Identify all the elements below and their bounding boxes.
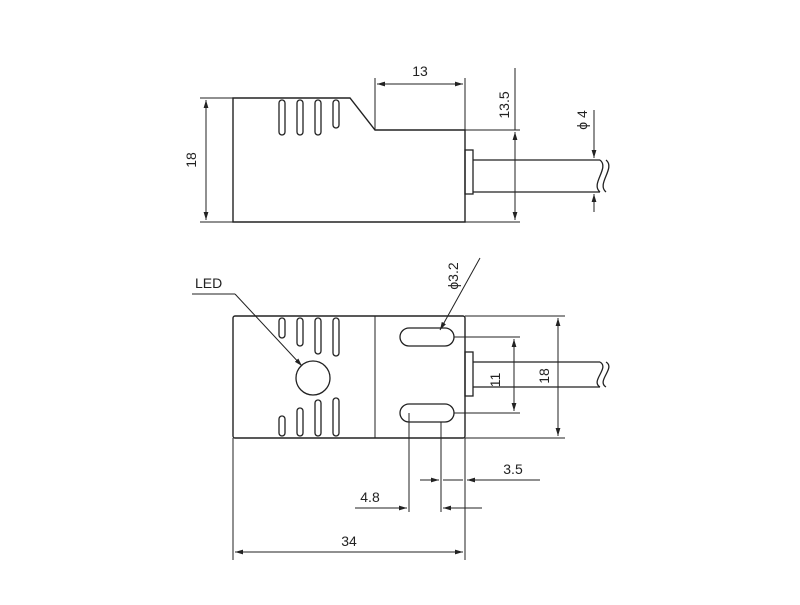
dim-offset-4-8: 4.8 xyxy=(355,489,482,511)
dim-hole-spacing: 11 xyxy=(454,336,520,414)
dim-offset-3-5-label: 3.5 xyxy=(503,461,523,477)
dim-side-height: 18 xyxy=(183,97,233,223)
side-view-cable xyxy=(464,149,610,195)
dim-total-length-label: 34 xyxy=(341,533,357,549)
dim-side-height-label: 18 xyxy=(183,152,199,168)
front-view-cable xyxy=(464,351,610,397)
led-callout: LED xyxy=(192,275,303,367)
side-view-vent-slots xyxy=(278,99,340,136)
led-indicator xyxy=(295,360,331,396)
front-view-vent-slots-bottom xyxy=(278,397,340,437)
front-view-vent-slots-top xyxy=(278,317,340,357)
dim-front-height-label: 18 xyxy=(536,368,552,384)
led-label: LED xyxy=(195,275,222,291)
dim-top-height-label: 13.5 xyxy=(496,91,512,118)
side-view-body xyxy=(232,97,466,223)
front-view: LED ϕ3.2 11 xyxy=(192,257,610,560)
dim-hole-diameter-label: ϕ3.2 xyxy=(445,262,461,290)
dim-cable-diameter-label: ϕ 4 xyxy=(574,110,590,130)
dim-total-length: 34 xyxy=(235,533,463,555)
dim-front-height: 18 xyxy=(465,315,565,439)
side-view: 18 13 13.5 ϕ 4 xyxy=(183,63,610,223)
dim-top-width-label: 13 xyxy=(412,63,428,79)
dim-offset-4-8-label: 4.8 xyxy=(360,489,380,505)
dim-hole-diameter: ϕ3.2 xyxy=(439,257,481,331)
dim-cable-diameter: ϕ 4 xyxy=(574,110,597,212)
dim-offset-3-5: 3.5 xyxy=(420,461,540,483)
dim-hole-spacing-label: 11 xyxy=(487,373,503,388)
dim-top-height: 13.5 xyxy=(465,68,520,223)
front-view-body xyxy=(232,315,466,439)
dim-top-width: 13 xyxy=(374,63,466,130)
